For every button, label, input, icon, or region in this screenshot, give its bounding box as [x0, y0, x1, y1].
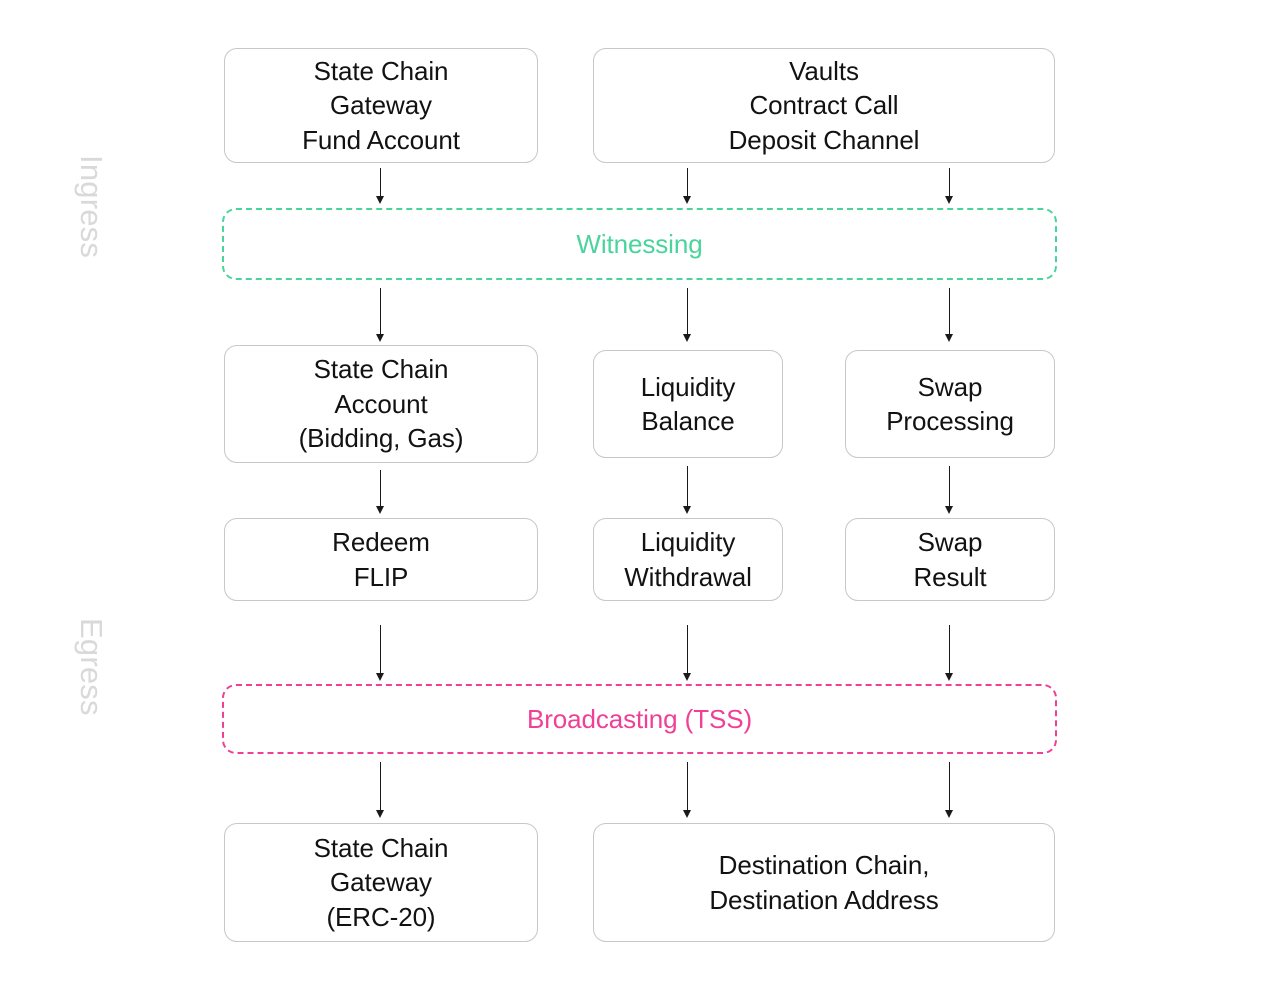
rail-label-egress: Egress	[74, 618, 109, 716]
band-witnessing-label: Witnessing	[576, 229, 703, 259]
arrow-state-chain-account-to-redeem	[374, 470, 387, 514]
node-line: Destination Address	[709, 884, 939, 915]
node-destination-chain-address[interactable]: Destination Chain, Destination Address	[593, 823, 1055, 942]
node-liquidity-balance[interactable]: Liquidity Balance	[593, 350, 783, 458]
node-line: Liquidity	[640, 527, 736, 557]
node-state-chain-gateway-erc20[interactable]: State Chain Gateway (ERC-20)	[224, 823, 538, 942]
node-swap-result[interactable]: Swap Result	[845, 518, 1055, 601]
node-vaults-contract-call-deposit-channel[interactable]: Vaults Contract Call Deposit Channel	[593, 48, 1055, 163]
node-line: Balance	[641, 406, 735, 436]
band-broadcasting-label: Broadcasting (TSS)	[526, 704, 753, 734]
node-state-chain-account[interactable]: State Chain Account (Bidding, Gas)	[224, 345, 538, 463]
node-liquidity-withdrawal[interactable]: Liquidity Withdrawal	[593, 518, 783, 601]
arrow-withdrawal-to-broadcasting	[681, 625, 694, 681]
node-line: Result	[913, 561, 987, 592]
node-line: Fund Account	[302, 124, 460, 155]
rail-label-ingress: Ingress	[74, 155, 109, 259]
band-broadcasting[interactable]: Broadcasting (TSS)	[222, 684, 1057, 754]
arrow-broadcasting-to-destination-left	[681, 762, 694, 818]
node-line: Swap	[917, 371, 983, 402]
node-label: Vaults Contract Call Deposit Channel	[594, 54, 1054, 158]
node-label: Destination Chain, Destination Address	[594, 848, 1054, 917]
arrow-witnessing-to-state-chain-account	[374, 288, 387, 342]
arrow-swap-result-to-broadcasting	[943, 625, 956, 681]
node-line: FLIP	[353, 561, 409, 592]
arrow-vaults-to-witnessing-mid	[681, 168, 694, 204]
node-line: State Chain	[313, 354, 449, 385]
node-redeem-flip[interactable]: Redeem FLIP	[224, 518, 538, 601]
node-line: Gateway	[330, 867, 432, 898]
node-line: Withdrawal	[624, 561, 752, 592]
node-line: Account	[334, 388, 428, 419]
node-label: Swap Result	[846, 525, 1054, 594]
node-line: Redeem	[332, 527, 430, 557]
node-line: Deposit Channel	[728, 124, 920, 155]
node-line: Contract Call	[749, 90, 899, 121]
arrow-witnessing-to-swap-processing	[943, 288, 956, 342]
arrow-gateway-to-witnessing	[374, 168, 387, 204]
node-swap-processing[interactable]: Swap Processing	[845, 350, 1055, 458]
arrow-broadcasting-to-destination-right	[943, 762, 956, 818]
node-line: Gateway	[330, 90, 432, 121]
arrow-liquidity-balance-to-withdrawal	[681, 466, 694, 514]
arrow-vaults-to-witnessing-right	[943, 168, 956, 204]
node-state-chain-gateway-fund-account[interactable]: State Chain Gateway Fund Account	[224, 48, 538, 163]
node-line: Swap	[917, 527, 983, 557]
node-label: Liquidity Balance	[594, 370, 782, 439]
arrow-witnessing-to-liquidity-balance	[681, 288, 694, 342]
node-line: Destination Chain,	[718, 850, 930, 880]
node-line: Vaults	[789, 55, 859, 86]
node-line: State Chain	[313, 832, 449, 863]
band-witnessing[interactable]: Witnessing	[222, 208, 1057, 280]
node-label: Redeem FLIP	[225, 525, 537, 594]
node-label: Liquidity Withdrawal	[594, 525, 782, 594]
node-line: Processing	[886, 406, 1014, 436]
node-line: (Bidding, Gas)	[298, 423, 464, 454]
arrow-broadcasting-to-gateway-erc20	[374, 762, 387, 818]
arrow-swap-processing-to-result	[943, 466, 956, 514]
arrow-redeem-to-broadcasting	[374, 625, 387, 681]
node-label: State Chain Gateway Fund Account	[225, 54, 537, 158]
node-line: Liquidity	[640, 371, 736, 402]
node-line: (ERC-20)	[326, 901, 436, 932]
node-label: State Chain Gateway (ERC-20)	[225, 831, 537, 935]
node-label: State Chain Account (Bidding, Gas)	[225, 352, 537, 456]
node-line: State Chain	[313, 55, 449, 86]
node-label: Swap Processing	[846, 370, 1054, 439]
